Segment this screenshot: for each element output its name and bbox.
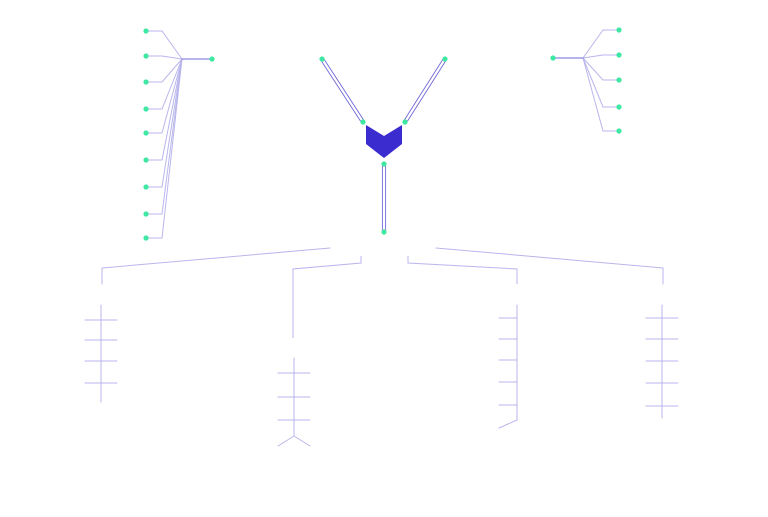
center-right-link xyxy=(405,59,447,124)
right-fan-node xyxy=(616,77,622,83)
left-fan-node xyxy=(143,184,149,190)
left-fan-link xyxy=(146,58,183,134)
center-right-link xyxy=(403,57,445,122)
right-fan-link xyxy=(582,57,619,108)
right-fan-node xyxy=(616,52,622,58)
heart-logo-shape xyxy=(366,125,402,158)
center-bottom-joint-node xyxy=(381,161,387,167)
center-left-link xyxy=(320,59,363,124)
center-left-link xyxy=(322,57,365,122)
left-fan-node xyxy=(143,211,149,217)
right-fan-link xyxy=(582,29,619,59)
right-fan-link xyxy=(582,57,619,81)
left-fan-node xyxy=(143,235,149,241)
left-fan-node xyxy=(143,106,149,112)
left-fan-node xyxy=(143,79,149,85)
connection-lines xyxy=(146,29,619,239)
bottom-branches xyxy=(84,247,679,447)
left-fan-node xyxy=(143,53,149,59)
center-right-node xyxy=(442,56,448,62)
left-fan-link xyxy=(146,58,183,239)
branch-3-root xyxy=(498,419,518,429)
left-fan-link xyxy=(146,58,183,215)
network-nodes xyxy=(143,27,622,241)
left-fan-link xyxy=(146,58,183,188)
center-right-joint-node xyxy=(402,119,408,125)
branch-guide-line xyxy=(407,256,518,284)
left-fan-node xyxy=(143,130,149,136)
center-left-node xyxy=(319,56,325,62)
left-fan-link xyxy=(146,58,183,161)
branch-guide-line xyxy=(292,256,362,338)
left-fan-link xyxy=(146,30,183,60)
branch-2-root xyxy=(293,435,311,447)
branch-guide-line xyxy=(101,247,331,269)
right-fan-link xyxy=(582,54,619,59)
left-fan-link xyxy=(146,58,183,110)
heart-logo-icon xyxy=(366,125,402,158)
left-fan-node xyxy=(143,157,149,163)
left-hub-node xyxy=(209,56,215,62)
center-left-joint-node xyxy=(360,119,366,125)
right-fan-node xyxy=(616,27,622,33)
right-fan-node xyxy=(616,128,622,134)
branch-2-root xyxy=(277,435,295,447)
right-fan-link xyxy=(582,57,619,132)
branch-guide-line xyxy=(435,247,664,269)
right-hub-node xyxy=(550,55,556,61)
center-root-node xyxy=(381,229,387,235)
right-fan-node xyxy=(616,104,622,110)
left-fan-link xyxy=(146,58,183,83)
left-fan-link xyxy=(146,55,183,60)
left-fan-node xyxy=(143,28,149,34)
